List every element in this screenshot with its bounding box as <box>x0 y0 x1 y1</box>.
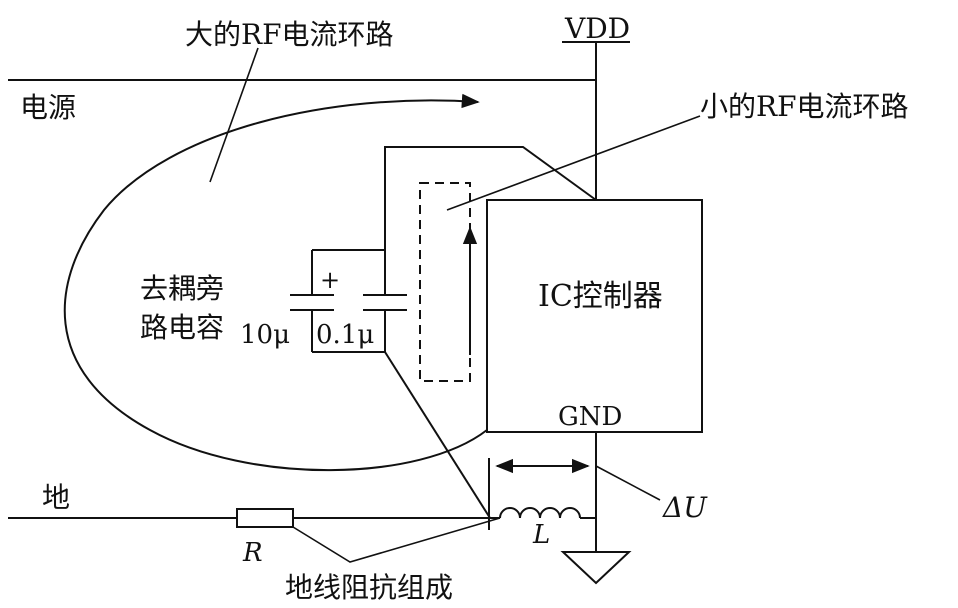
cap-bottom-wire <box>384 351 491 519</box>
ground-symbol <box>560 551 632 585</box>
resistor-symbol <box>236 508 294 528</box>
large-loop-pointer <box>209 47 259 183</box>
cap-01u-label: 0.1μ <box>316 320 374 350</box>
decoupling-label-line2: 路电容 <box>140 311 224 344</box>
impedance-pointer <box>292 517 501 563</box>
ic-box <box>486 199 703 433</box>
small-loop-pointer <box>446 115 701 211</box>
ic-label: IC控制器 <box>538 279 663 314</box>
resistor-label: R <box>242 538 263 568</box>
vdd-label: VDD <box>564 12 630 45</box>
decoupling-capacitors <box>290 249 407 353</box>
cap-plus-sign: + <box>320 266 340 294</box>
inductor-symbol <box>499 507 581 519</box>
cap-10u-label: 10μ <box>240 320 290 350</box>
ground-label: 地 <box>42 481 70 514</box>
small-loop-box <box>419 182 471 382</box>
delta-u-label: ΔU <box>662 491 708 524</box>
decoupling-label-line1: 去耦旁 <box>140 272 224 305</box>
inductor-label: L <box>532 520 550 550</box>
power-label: 电源 <box>20 91 76 124</box>
ground-impedance-label: 地线阻抗组成 <box>285 571 453 604</box>
cap-top-wire <box>384 146 597 250</box>
gnd-label: GND <box>558 402 622 432</box>
delta-u-pointer <box>595 465 661 501</box>
large-loop-curve <box>63 93 488 472</box>
large-loop-label: 大的RF电流环路 <box>185 18 394 51</box>
small-loop-label: 小的RF电流环路 <box>700 90 909 123</box>
